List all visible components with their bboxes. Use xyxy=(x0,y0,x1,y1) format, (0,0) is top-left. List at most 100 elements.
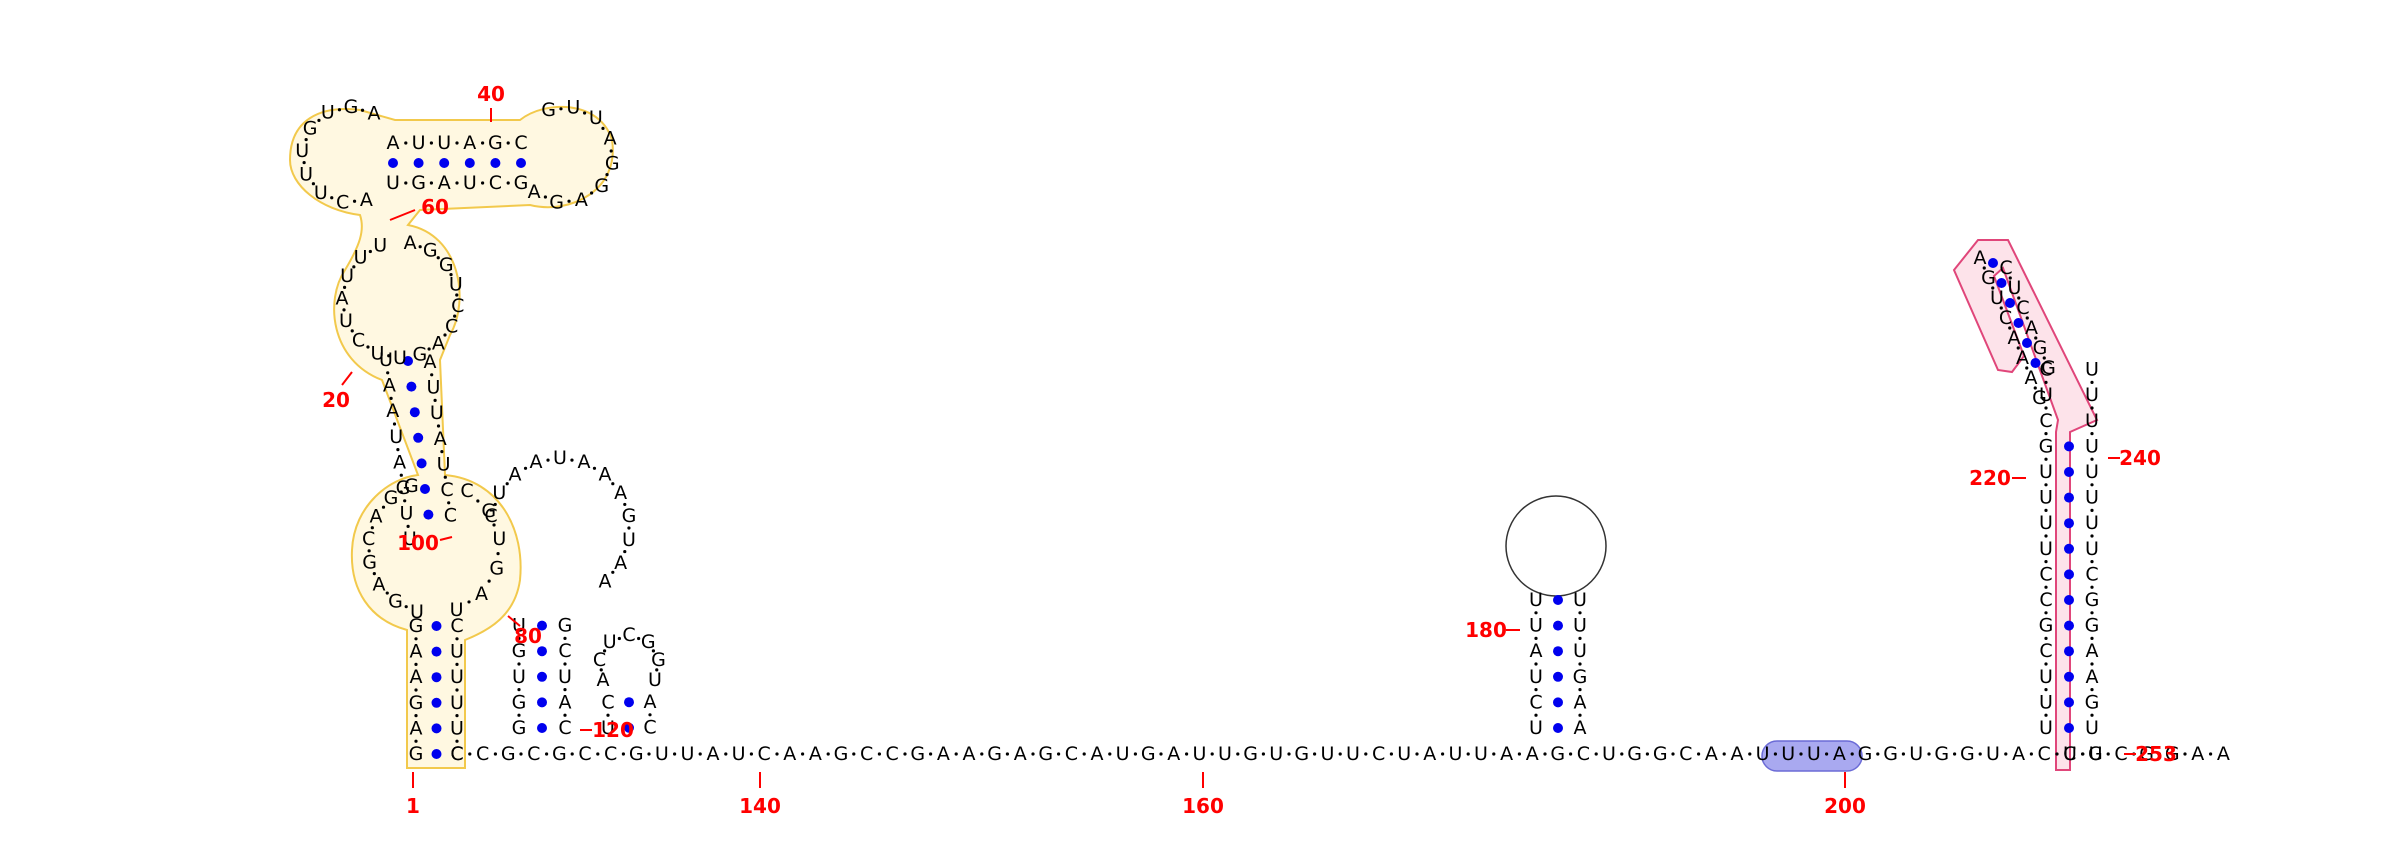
stem1-right-nucleotide: U xyxy=(450,692,464,714)
backbone-bond xyxy=(2042,356,2046,360)
helix220-right: G xyxy=(2085,691,2100,713)
stem1-left-nucleotide: G xyxy=(409,743,424,765)
multiloop-right: C xyxy=(451,295,464,317)
backbone-bond xyxy=(1261,752,1265,756)
backbone-bond xyxy=(1825,752,1829,756)
label-160: 160 xyxy=(1182,794,1224,818)
big-loop-nucleotide: U xyxy=(622,529,636,551)
base-pair xyxy=(2064,467,2074,477)
base-pair xyxy=(431,672,442,683)
backbone-bond xyxy=(775,752,779,756)
hairpin180-left: U xyxy=(1529,589,1543,611)
backbone-bond xyxy=(493,502,497,507)
tip-left-nucleotide: A xyxy=(2025,367,2038,389)
hairpin180-left: U xyxy=(1529,666,1543,688)
backbone-bond xyxy=(606,713,610,717)
baseline-nucleotide: G xyxy=(1883,743,1898,765)
helix220-left: C xyxy=(2039,359,2052,381)
baseline-nucleotide: G xyxy=(1141,743,1156,765)
backbone-bond xyxy=(523,466,528,470)
multiloop-left: U xyxy=(354,246,368,268)
base-pair xyxy=(406,381,417,392)
helix220-left: U xyxy=(2039,384,2053,406)
baseline-nucleotide: U xyxy=(1346,743,1360,765)
backbone-bond xyxy=(877,752,882,756)
upper-helix-right: C xyxy=(440,479,453,501)
backbone-bond xyxy=(570,752,574,756)
multiloop-right: U xyxy=(449,273,463,295)
baseline-nucleotide: G xyxy=(629,743,644,765)
multiloop-right: G xyxy=(423,240,438,262)
small-hairpin-loop: C xyxy=(593,649,606,671)
backbone-bond xyxy=(1338,752,1342,756)
baseline-nucleotide: U xyxy=(1986,743,2000,765)
top-right-loop: A xyxy=(528,181,541,203)
top-bridge-bottom: G xyxy=(514,172,529,194)
helix220-left: G xyxy=(2039,615,2054,637)
base-pair xyxy=(388,158,398,168)
upper-helix-left: U xyxy=(379,349,393,371)
backbone-bond xyxy=(749,752,754,756)
small-hairpin-loop: G xyxy=(651,649,666,671)
lower-right-nucleotide: U xyxy=(492,528,506,550)
baseline-nucleotide: C xyxy=(578,743,591,765)
backbone-bond xyxy=(429,141,433,145)
lower-pairs-left: G xyxy=(512,691,527,713)
upper-helix-left: U xyxy=(389,426,403,448)
base-pair xyxy=(2064,492,2074,503)
baseline-nucleotide: U xyxy=(732,743,746,765)
backbone-bond xyxy=(570,458,574,462)
top-left-loop: U xyxy=(299,163,313,185)
backbone-bond xyxy=(440,450,444,454)
multiloop-right: A xyxy=(404,232,417,254)
baseline-nucleotide: U xyxy=(1269,743,1283,765)
backbone-bond xyxy=(443,475,447,479)
backbone-bond xyxy=(493,752,497,756)
loop-outlines xyxy=(1505,495,1607,597)
backbone-bond xyxy=(436,256,440,260)
backbone-bond xyxy=(1534,688,1538,692)
top-left-loop: U xyxy=(321,101,335,123)
lower-pairs-left: G xyxy=(512,640,527,662)
stem1-left-nucleotide: A xyxy=(410,666,423,688)
label-220: 220 xyxy=(1969,466,2011,490)
backbone-bond xyxy=(623,502,627,507)
backbone-bond xyxy=(386,371,390,375)
backbone-bond xyxy=(2090,457,2094,461)
backbone-bond xyxy=(430,373,434,377)
backbone-bond xyxy=(517,713,521,717)
baseline-nucleotide: C xyxy=(1577,743,1590,765)
hairpin180-left: U xyxy=(1529,717,1543,739)
backbone-bond xyxy=(1876,752,1880,756)
hairpin180-right: U xyxy=(1573,640,1587,662)
upper-helix-left: U xyxy=(403,528,417,550)
backbone-bond xyxy=(2044,380,2048,384)
helix220-right: U xyxy=(2085,410,2099,432)
helix220-left: C xyxy=(2039,563,2052,585)
backbone-bond xyxy=(1441,752,1445,756)
backbone-bond xyxy=(2044,636,2048,641)
backbone-bond xyxy=(1578,688,1582,692)
backbone-bond xyxy=(599,668,603,672)
lower-pairs-right: C xyxy=(558,640,571,662)
base-pair xyxy=(2064,518,2074,529)
stem1-right-nucleotide: C xyxy=(450,615,463,637)
helix220-right: G xyxy=(2085,615,2100,637)
big-loop-nucleotide: A xyxy=(614,552,627,574)
backbone-bond xyxy=(2044,688,2048,692)
baseline-nucleotide: A xyxy=(963,743,976,765)
label-100: 100 xyxy=(397,531,439,555)
upper-helix-left: A xyxy=(386,400,399,422)
backbone-bond xyxy=(352,199,357,203)
top-bridge-top: C xyxy=(514,132,527,154)
backbone-bond xyxy=(352,265,356,269)
backbone-bond xyxy=(1185,752,1189,756)
backbone-bond xyxy=(617,636,621,641)
big-loop-nucleotide: A xyxy=(598,463,611,485)
helix220-left: U xyxy=(2039,691,2053,713)
helix220-left: U xyxy=(2039,717,2053,739)
baseline-nucleotide: A xyxy=(2191,743,2204,765)
baseline-nucleotide: A xyxy=(783,743,796,765)
baseline-nucleotide: G xyxy=(987,743,1002,765)
